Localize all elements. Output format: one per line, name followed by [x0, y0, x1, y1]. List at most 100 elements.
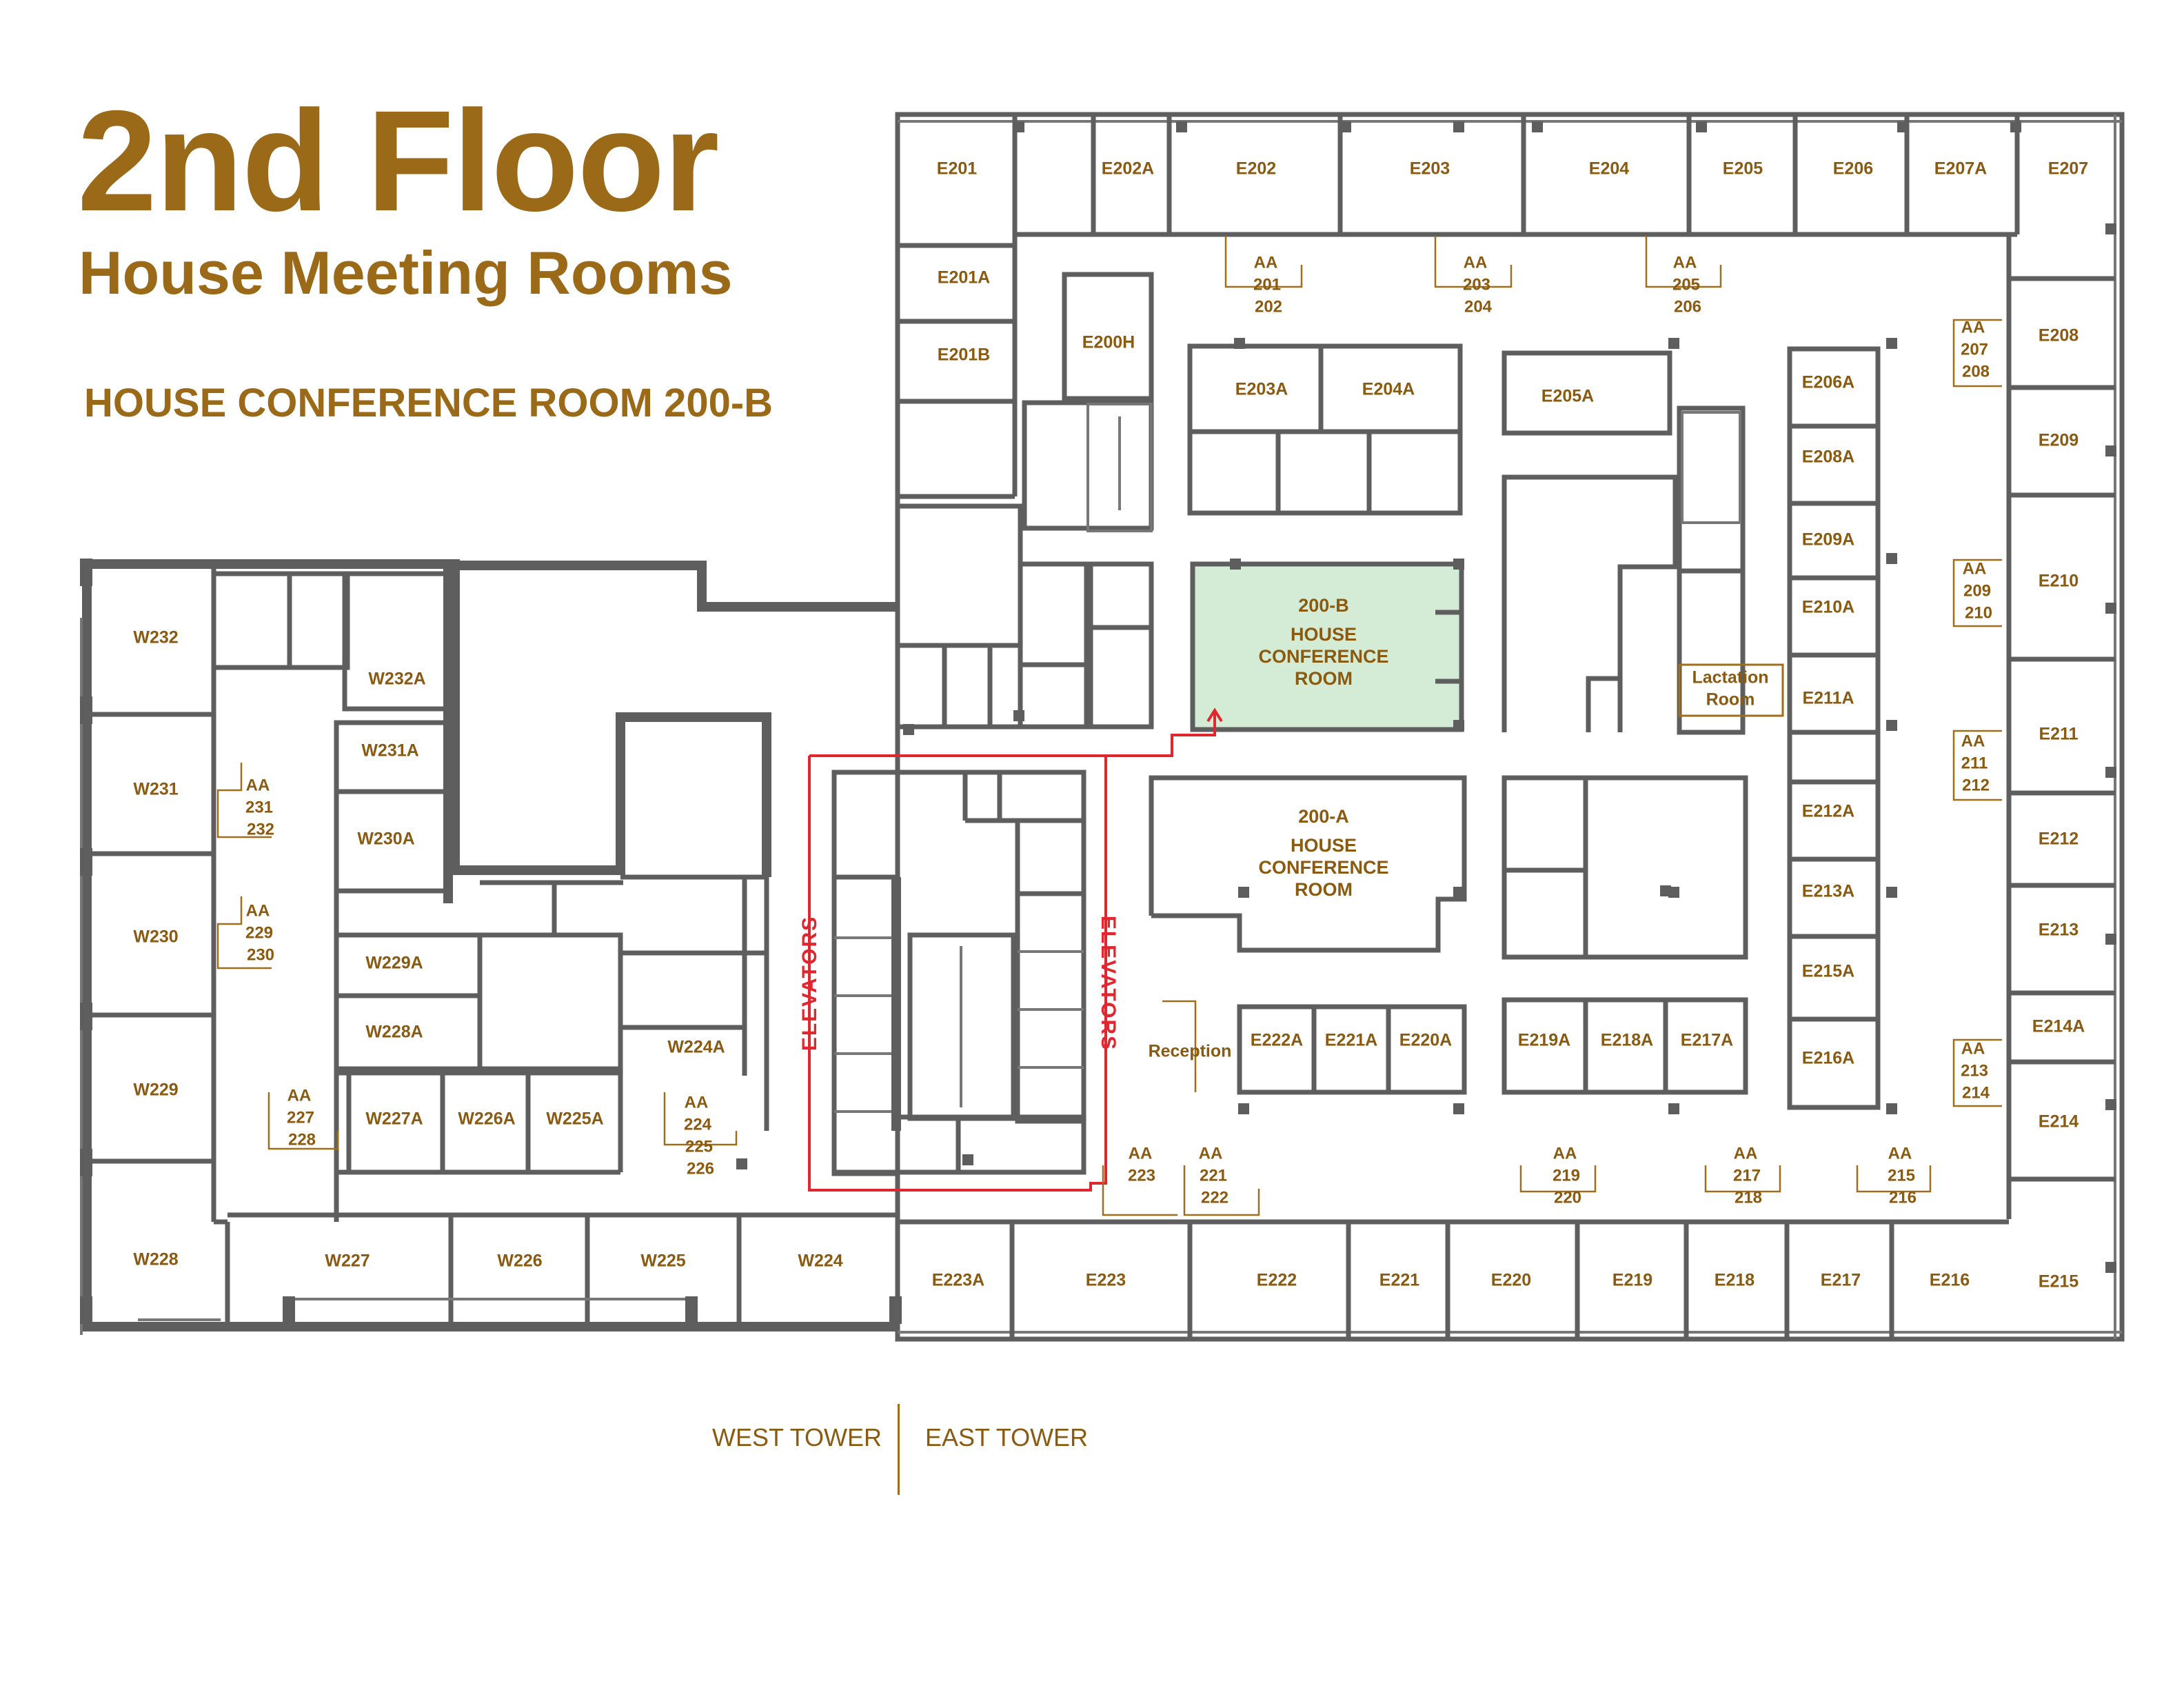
room-label: W229A [365, 954, 423, 973]
room-label: E221 [1379, 1271, 1419, 1290]
conference-200b-line2: CONFERENCE [1258, 646, 1388, 667]
aa-number: 227 [287, 1108, 314, 1127]
room-label: E201 [937, 159, 977, 179]
aa-number: 222 [1201, 1188, 1228, 1207]
room-label: E206 [1833, 159, 1873, 179]
room-label: W226A [458, 1109, 515, 1129]
elevator-core [831, 770, 1086, 1176]
room-label: E218 [1715, 1271, 1755, 1290]
room-label: E207A [1934, 159, 1987, 179]
aa-number: 231 [245, 798, 273, 816]
aa-number: 221 [1200, 1166, 1227, 1185]
aa-label: AA [1963, 559, 1987, 578]
aa-number: 229 [245, 923, 273, 942]
aa-number: 219 [1553, 1166, 1580, 1185]
room-label: E217A [1681, 1031, 1733, 1050]
room-label: W228A [365, 1023, 423, 1042]
room-label: E209A [1802, 530, 1854, 550]
room-label: E220 [1491, 1271, 1531, 1290]
aa-label: AA [1961, 1039, 1985, 1058]
west-inner-room-labels: W232A W231A W230A W229A W228A W227A W226… [357, 670, 725, 1129]
room-label: W227 [325, 1252, 370, 1271]
room-label: E206A [1802, 373, 1854, 392]
aa-label: AA [1464, 253, 1488, 272]
aa-label: AA [287, 1086, 312, 1105]
aa-markers-bottom: AA 223 AA 221 222 AA 219 220 AA 217 218 … [1102, 1144, 1932, 1216]
room-label: E203A [1235, 380, 1288, 399]
conference-200b-line3: ROOM [1295, 668, 1353, 689]
room-label: E220A [1399, 1031, 1452, 1050]
aa-markers-right: AA 207 208 AA 209 210 AA 211 212 AA 213 … [1952, 318, 2002, 1107]
room-label: W224A [667, 1038, 725, 1057]
aa-label: AA [1734, 1144, 1758, 1163]
room-label: E222 [1257, 1271, 1297, 1290]
structural-columns [80, 121, 2116, 1324]
room-label: E209 [2039, 431, 2079, 450]
aa-label: AA [685, 1093, 709, 1112]
elevators-label-right: ELEVATORS [1097, 916, 1120, 1051]
room-label: E201A [938, 268, 990, 288]
aa-number: 212 [1962, 776, 1990, 794]
aa-label: AA [1553, 1144, 1577, 1163]
reception-label: Reception [1149, 1042, 1232, 1061]
conference-200b-line1: HOUSE [1291, 624, 1357, 645]
tower-divider [898, 1404, 900, 1495]
aa-label: AA [1673, 253, 1697, 272]
room-label: E204 [1589, 159, 1629, 179]
room-label: E201B [938, 345, 990, 365]
room-label: E218A [1601, 1031, 1653, 1050]
aa-number: 218 [1735, 1188, 1762, 1207]
west-tower-label: WEST TOWER [712, 1423, 882, 1451]
aa-label: AA [1199, 1144, 1223, 1163]
room-label: E215A [1802, 962, 1854, 981]
room-label: E216 [1930, 1271, 1970, 1290]
room-label: E205 [1723, 159, 1763, 179]
room-label: W231 [133, 780, 178, 799]
west-left-room-labels: W232 W231 W230 W229 W228 [133, 628, 178, 1269]
east-tower-label: EAST TOWER [925, 1423, 1089, 1451]
room-label: W225A [546, 1109, 603, 1129]
aa-number: 228 [288, 1130, 316, 1149]
aa-number: 217 [1733, 1166, 1761, 1185]
aa-markers-top: AA 201 202 AA 203 204 AA 205 206 [1224, 236, 1722, 316]
lactation-room-label: Lactation [1692, 668, 1768, 687]
east-inner-right-room-labels: E206A E208A E209A E210A E211A E212A E213… [1802, 373, 1854, 1068]
room-label: W232 [133, 628, 178, 647]
room-label: E208 [2039, 326, 2079, 345]
aa-label: AA [246, 901, 270, 920]
conference-200a-number: 200-A [1298, 806, 1349, 827]
conference-room-200b-fill[interactable] [1190, 561, 1464, 732]
aa-number: 232 [247, 820, 274, 838]
aa-number: 213 [1961, 1061, 1988, 1080]
page-title: 2nd Floor [77, 81, 719, 241]
aa-number: 220 [1554, 1188, 1581, 1207]
room-label: E214 [2039, 1112, 2079, 1132]
aa-label: AA [1961, 732, 1985, 750]
room-label: W231A [361, 741, 418, 761]
room-label: E200H [1082, 333, 1135, 352]
conference-200a-line3: ROOM [1295, 879, 1353, 900]
aa-number: 211 [1961, 754, 1988, 772]
room-label: E205A [1541, 387, 1594, 406]
aa-label: AA [1254, 253, 1278, 272]
aa-number: 202 [1255, 297, 1282, 316]
aa-label: AA [1888, 1144, 1912, 1163]
room-label: E211A [1802, 689, 1854, 708]
room-label: E214A [2032, 1017, 2085, 1036]
room-label: E210 [2039, 572, 2079, 591]
conference-room-200a[interactable]: 200-A HOUSE CONFERENCE ROOM [1258, 806, 1388, 900]
aa-number: 203 [1463, 275, 1490, 294]
page-subtitle: House Meeting Rooms [79, 239, 733, 307]
room-label: E221A [1325, 1031, 1377, 1050]
lactation-room-label-line2: Room [1706, 690, 1755, 710]
aa-label: AA [1129, 1144, 1153, 1163]
room-label: E223A [932, 1271, 984, 1290]
aa-number: 208 [1962, 362, 1990, 381]
aa-number: 224 [684, 1115, 712, 1134]
conference-room-200b[interactable]: 200-B HOUSE CONFERENCE ROOM [1258, 595, 1388, 689]
room-label: E223 [1086, 1271, 1126, 1290]
room-label: E208A [1802, 448, 1854, 467]
room-label: W230 [133, 927, 178, 947]
room-label: W227A [365, 1109, 423, 1129]
room-label: E211 [2039, 725, 2078, 744]
